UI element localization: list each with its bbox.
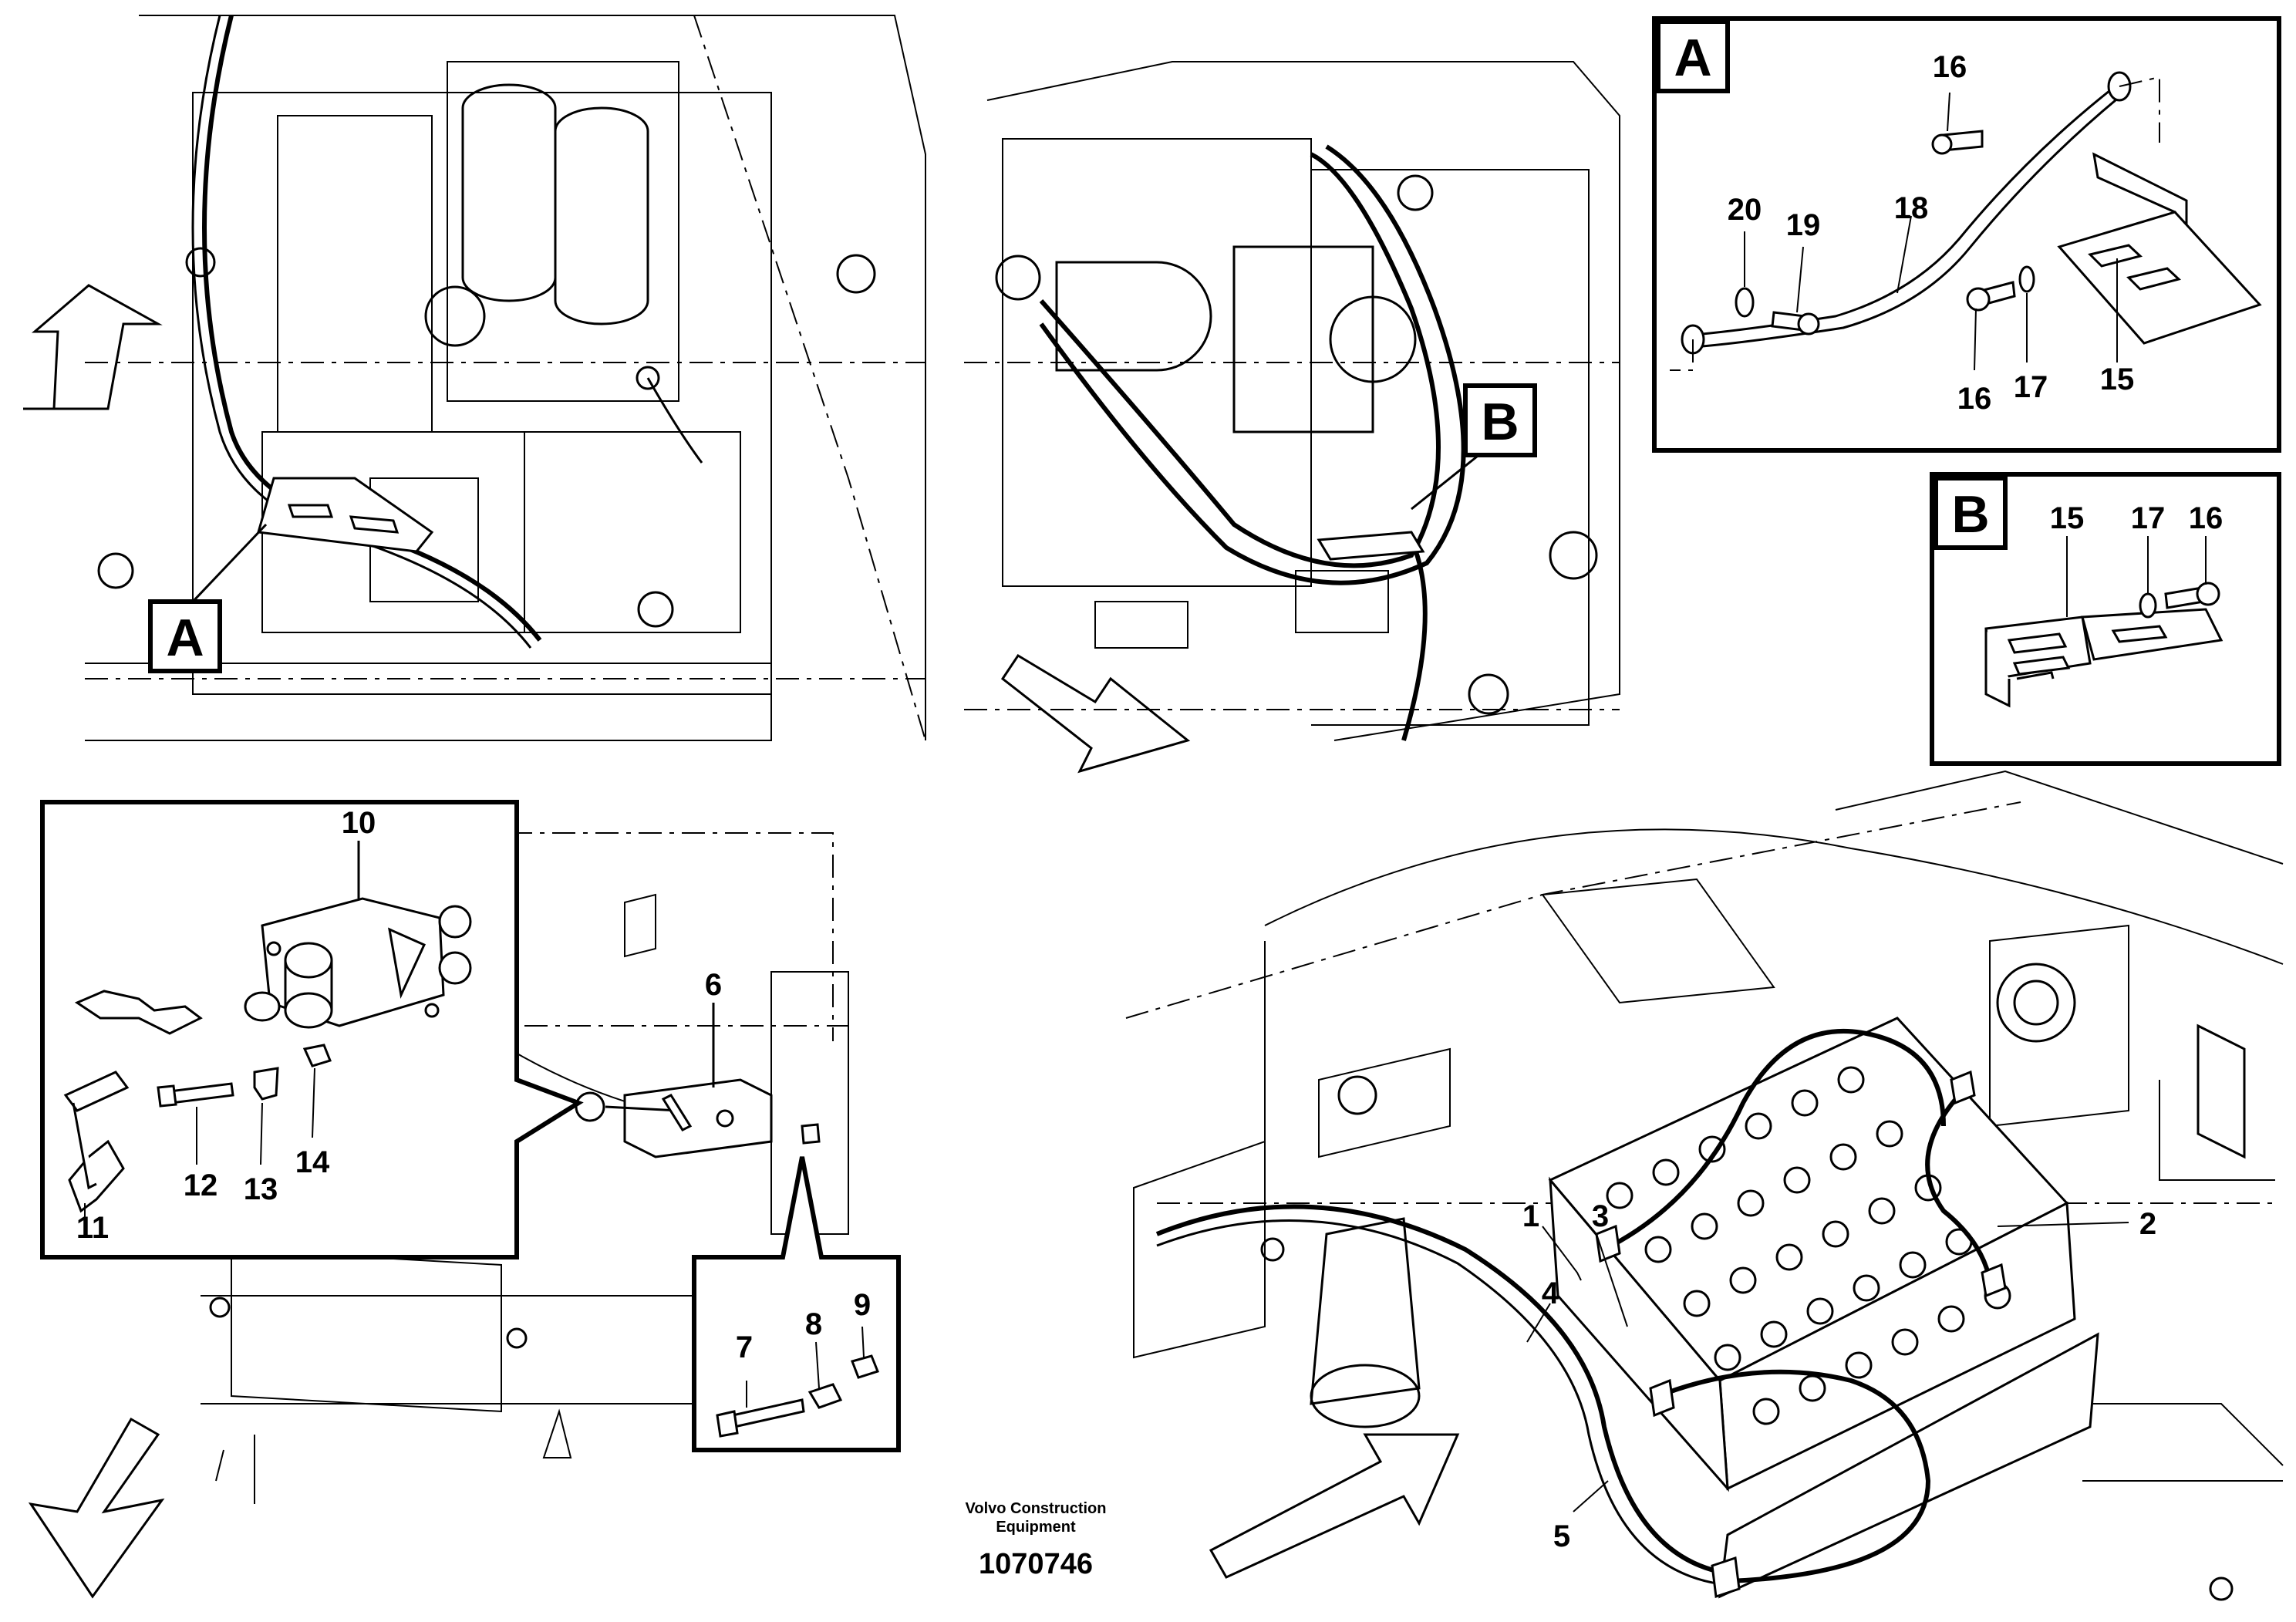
callout-20: 20 <box>1728 193 1762 227</box>
callout-17: 17 <box>2014 370 2048 404</box>
callout-b-16: 16 <box>2189 501 2224 535</box>
engine-view-top-left: A <box>23 15 926 741</box>
callout-19: 19 <box>1786 208 1821 242</box>
detail-switch-parts: 10 11 12 13 14 <box>40 800 584 1259</box>
view-marker-a <box>148 599 222 673</box>
callout-14: 14 <box>295 1145 330 1179</box>
callout-1: 1 <box>1522 1199 1539 1233</box>
detail-view-b: B 15 17 16 <box>1930 472 2281 766</box>
forward-arrow-icon <box>23 284 163 410</box>
direction-arrow-icon-2 <box>28 1417 165 1599</box>
callout-7: 7 <box>736 1330 753 1364</box>
company-name-line-2: Equipment <box>996 1519 1076 1536</box>
callout-16-b: 16 <box>1957 382 1992 416</box>
callout-11: 11 <box>76 1211 109 1245</box>
callout-3: 3 <box>1592 1199 1609 1233</box>
callout-9: 9 <box>854 1288 871 1322</box>
callout-2: 2 <box>2139 1207 2156 1241</box>
callout-8: 8 <box>805 1307 822 1341</box>
view-marker-b-label: B <box>1481 393 1519 451</box>
callout-6: 6 <box>705 968 722 1002</box>
starter-view-top-middle: B <box>964 61 1620 774</box>
detail-fastener-parts: 7 8 9 <box>692 1156 901 1452</box>
callout-b-17: 17 <box>2131 501 2166 535</box>
callout-16-a: 16 <box>1933 50 1967 84</box>
company-name-line-1: Volvo Construction <box>966 1500 1107 1517</box>
callout-13: 13 <box>244 1172 278 1206</box>
battery-switch-view-bottom-left: 6 <box>28 832 849 1599</box>
callout-15: 15 <box>2100 363 2135 396</box>
view-marker-b <box>1463 383 1537 457</box>
callout-b-15: 15 <box>2050 501 2085 535</box>
callout-4: 4 <box>1542 1276 1559 1310</box>
callout-10: 10 <box>342 806 376 840</box>
battery-view-bottom-right: 1 3 2 4 5 <box>1125 770 2284 1601</box>
callout-18: 18 <box>1894 191 1929 225</box>
direction-arrow-icon <box>1000 653 1191 774</box>
direction-arrow-icon-3 <box>1209 1433 1460 1579</box>
detail-a-marker-label: A <box>1674 29 1711 87</box>
detail-view-a: A 16 20 19 18 1 <box>1652 16 2281 453</box>
drawing-credit: Volvo Construction Equipment 1070746 <box>966 1500 1107 1580</box>
detail-a-marker <box>1656 19 1730 93</box>
detail-b-marker-label: B <box>1951 485 1989 544</box>
callout-5: 5 <box>1553 1519 1570 1553</box>
view-marker-a-label: A <box>166 609 204 667</box>
detail-b-marker <box>1934 476 2008 550</box>
drawing-number: 1070746 <box>979 1548 1093 1580</box>
callout-12: 12 <box>184 1168 218 1202</box>
